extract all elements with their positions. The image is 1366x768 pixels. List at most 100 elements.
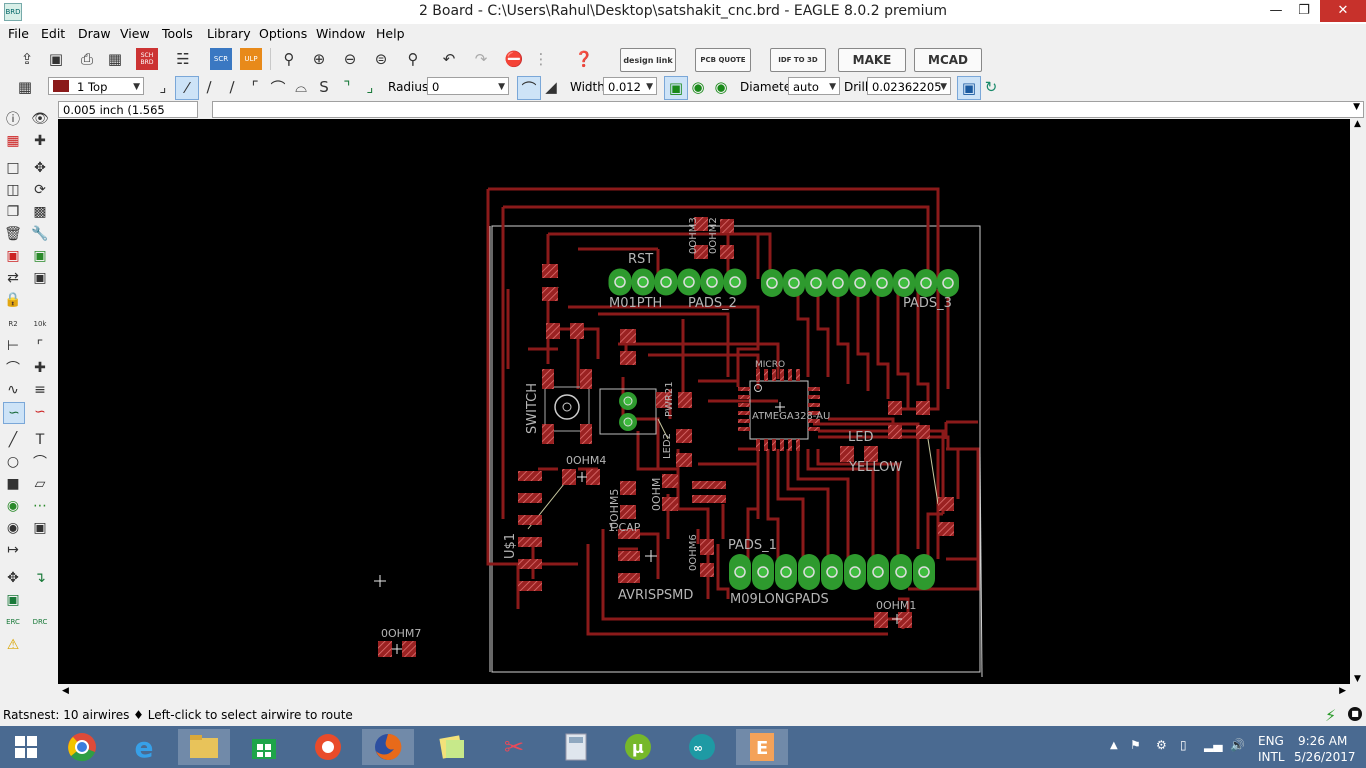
bend-style-3-icon[interactable]: ∕ (229, 78, 235, 96)
vertical-scrollbar[interactable]: ▲ ▼ (1350, 119, 1366, 684)
bend-style-4-icon[interactable]: ⌜ (251, 78, 259, 96)
menu-library[interactable]: Library (207, 26, 251, 41)
store-app[interactable] (238, 729, 290, 765)
layers-icon[interactable]: ▦ (6, 133, 20, 149)
mcad-button[interactable]: MCAD (914, 48, 982, 72)
scroll-up-icon[interactable]: ▲ (1354, 119, 1361, 129)
ulp-icon[interactable]: ULP (240, 48, 262, 70)
wrench-icon[interactable]: 🔧 (31, 226, 49, 242)
tray-flag-icon[interactable]: ⚑ (1130, 738, 1141, 752)
eagle-app[interactable]: E (736, 729, 788, 765)
ratsnest-icon[interactable]: ✥ (7, 570, 19, 586)
optimize-icon[interactable]: ⌒ (6, 361, 20, 377)
delete-icon[interactable]: 🗑 (4, 226, 22, 242)
start-button[interactable] (0, 729, 52, 765)
rotate-icon[interactable]: ⟳ (34, 182, 46, 198)
explorer-app[interactable] (178, 729, 230, 765)
bend-style-7-icon[interactable]: S (319, 78, 329, 96)
go-icon[interactable]: ⋮ (533, 50, 549, 68)
signal-icon[interactable]: ⋯ (33, 498, 47, 514)
octagon-via-icon[interactable]: ◉ (714, 78, 728, 96)
round-via-icon[interactable]: ◉ (691, 78, 705, 96)
idf-to-3d-button[interactable]: IDF TO 3D (770, 48, 826, 72)
close-button[interactable]: ✕ (1320, 0, 1366, 22)
circle-icon[interactable]: ○ (6, 454, 20, 470)
tray-signal-icon[interactable]: ▂▄ (1204, 738, 1223, 752)
tray-volume-icon[interactable]: 🔊 (1230, 738, 1245, 752)
bend-style-1-icon[interactable]: ⁄ (175, 76, 199, 100)
show-icon[interactable]: 👁 (31, 111, 49, 127)
radius-select[interactable]: 0 ▼ (427, 77, 509, 95)
paste-icon[interactable]: ▩ (33, 204, 47, 220)
lock-icon[interactable]: 🔒 (4, 292, 22, 308)
chrome-app[interactable] (56, 729, 108, 765)
text-icon[interactable]: T (35, 432, 45, 448)
media-app[interactable] (302, 729, 354, 765)
redraw-icon[interactable]: ⊜ (374, 50, 388, 68)
swap-icon[interactable]: ⇄ (7, 270, 19, 286)
tray-time[interactable]: 9:26 AM (1298, 734, 1348, 748)
miter-corner-icon[interactable]: ◢ (545, 78, 557, 96)
value-icon[interactable]: 10k (33, 320, 47, 328)
scroll-left-icon[interactable]: ◀ (62, 686, 69, 696)
autorouter-icon[interactable]: ↴ (34, 570, 46, 586)
design-link-button[interactable]: design link (620, 48, 676, 72)
board-icon[interactable]: ▣ (6, 592, 20, 608)
tray-network-share-icon[interactable]: ⚙ (1156, 738, 1167, 752)
scroll-down-icon[interactable]: ▼ (1354, 674, 1361, 684)
print-icon[interactable]: ⎙ (80, 50, 93, 68)
menu-help[interactable]: Help (376, 26, 405, 41)
stop-command-icon[interactable]: ■ (1348, 707, 1362, 721)
menu-file[interactable]: File (8, 26, 29, 41)
rect-icon[interactable]: ■ (6, 476, 20, 492)
info-icon[interactable]: ⓘ (6, 112, 20, 128)
library-icon[interactable]: ☵ (176, 50, 190, 68)
menu-tools[interactable]: Tools (162, 26, 193, 41)
erc-icon[interactable]: ERC (6, 618, 20, 626)
group-icon[interactable]: □ (6, 160, 20, 176)
save-icon[interactable]: ▣ (48, 50, 64, 68)
name-icon[interactable]: R2 (8, 320, 18, 328)
bend-style-8-icon[interactable]: ⌝ (343, 78, 351, 96)
diff-pair-icon[interactable]: ≡ (34, 382, 46, 398)
calculator-app[interactable] (550, 729, 602, 765)
horizontal-scrollbar[interactable]: ◀ ▶ (58, 684, 1350, 700)
redo-icon[interactable]: ↷ (474, 50, 488, 68)
route-icon[interactable]: ∽ (3, 402, 25, 424)
meander-icon[interactable]: ∿ (7, 382, 19, 398)
tray-language[interactable]: ENG (1258, 734, 1284, 748)
menu-options[interactable]: Options (259, 26, 308, 41)
warning-icon[interactable]: ⚠ (6, 637, 20, 653)
menu-view[interactable]: View (120, 26, 150, 41)
arc-icon[interactable]: ⌒ (33, 455, 47, 471)
undo-icon[interactable]: ↶ (442, 50, 456, 68)
utorrent-app[interactable]: µ (612, 729, 664, 765)
tray-date[interactable]: 5/26/2017 (1294, 750, 1356, 764)
bend-style-6-icon[interactable]: ⌓ (295, 78, 307, 96)
minimize-button[interactable]: — (1269, 3, 1283, 18)
tray-show-hidden-icon[interactable]: ▲ (1110, 740, 1118, 751)
arduino-app[interactable]: ∞ (676, 729, 728, 765)
attribute-icon[interactable]: ▣ (33, 520, 47, 536)
round-corner-icon[interactable]: ⌒ (517, 76, 541, 100)
zoom-fit-icon[interactable]: ⚲ (283, 50, 295, 68)
drill-select[interactable]: 0.02362205 ▼ (867, 77, 951, 95)
stop-via-icon[interactable]: ▣ (957, 76, 981, 100)
mark-icon[interactable]: ✚ (34, 133, 46, 149)
help-icon[interactable]: ❓ (574, 50, 594, 68)
script-icon[interactable]: SCR (210, 48, 232, 70)
make-button[interactable]: MAKE (838, 48, 906, 72)
width-select[interactable]: 0.012 ▼ (603, 77, 657, 95)
change-icon[interactable]: ✚ (34, 360, 46, 376)
menu-draw[interactable]: Draw (78, 26, 111, 41)
snipping-app[interactable]: ✂ (488, 729, 540, 765)
lock-part-icon[interactable]: ▣ (33, 270, 47, 286)
square-via-icon[interactable]: ▣ (664, 76, 688, 100)
notes-app[interactable] (426, 729, 478, 765)
tray-device-icon[interactable]: ▯ (1180, 738, 1187, 752)
zoom-in-icon[interactable]: ⊕ (312, 50, 326, 68)
mirror-icon[interactable]: ◫ (6, 182, 20, 198)
split-icon[interactable]: ⊢ (6, 338, 20, 354)
open-icon[interactable]: ⇪ (20, 50, 34, 68)
polygon-icon[interactable]: ▱ (34, 476, 46, 492)
